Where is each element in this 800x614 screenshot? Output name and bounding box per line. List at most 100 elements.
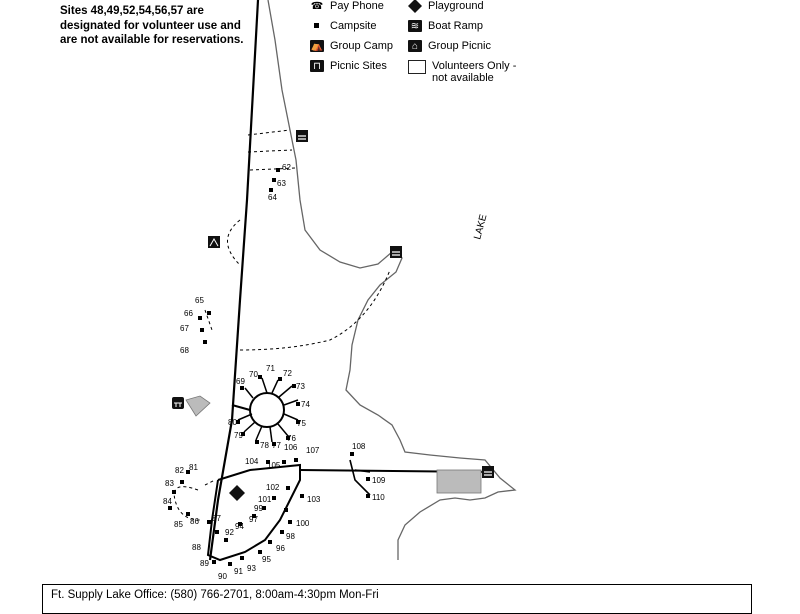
legend-pay-phone: ☎ Pay Phone: [310, 0, 384, 12]
boat-ramp-icon: ≋: [408, 20, 422, 32]
office-footer: Ft. Supply Lake Office: (580) 766-2701, …: [42, 584, 752, 614]
site-74: 74: [301, 400, 310, 409]
site-78: 78: [260, 441, 269, 450]
site-106: 106: [284, 443, 298, 452]
legend-label: Group Picnic: [428, 40, 491, 52]
note-line: designated for volunteer use and: [60, 19, 241, 32]
site-96: 96: [276, 544, 285, 553]
site-66: 66: [184, 309, 193, 318]
site-95: 95: [262, 555, 271, 564]
site-97: 97: [249, 515, 258, 524]
site-85: 85: [174, 520, 183, 529]
site-64: 64: [268, 193, 277, 202]
site-63: 63: [277, 179, 286, 188]
site-72: 72: [283, 369, 292, 378]
legend-label: Group Camp: [330, 40, 393, 52]
legend-picnic-sites: ⊓ Picnic Sites: [310, 60, 387, 72]
playground-icon: [408, 0, 422, 13]
site-81: 81: [189, 463, 198, 472]
site-77: 77: [272, 441, 281, 450]
legend-label: Volunteers Only - not available: [432, 60, 516, 84]
legend-label: Campsite: [330, 20, 377, 32]
site-88: 88: [192, 543, 201, 552]
boat-ramp-icon: [296, 130, 308, 142]
loop-spokes: [237, 377, 299, 443]
site-67: 67: [180, 324, 189, 333]
site-84: 84: [163, 497, 172, 506]
site-65: 65: [195, 296, 204, 305]
group-picnic-icon: ⌂: [408, 40, 422, 52]
site-98: 98: [286, 532, 295, 541]
note-line: are not available for reservations.: [60, 34, 244, 46]
loop-circle: [249, 392, 285, 428]
site-104: 104: [245, 457, 259, 466]
site-69: 69: [236, 377, 245, 386]
site-87: 87: [212, 514, 221, 523]
site-82: 82: [175, 466, 184, 475]
site-93: 93: [247, 564, 256, 573]
legend-boat-ramp: ≋ Boat Ramp: [408, 20, 483, 32]
legend-group-picnic: ⌂ Group Picnic: [408, 40, 491, 52]
picnic-icon: ⊓: [310, 60, 324, 72]
site-76: 76: [287, 434, 296, 443]
note-line: Sites 48,49,52,54,56,57 are: [60, 5, 204, 17]
volunteer-area-east: [436, 469, 482, 494]
legend-label: Picnic Sites: [330, 60, 387, 72]
site-103: 103: [307, 495, 321, 504]
site-83: 83: [165, 479, 174, 488]
site-71: 71: [266, 364, 275, 373]
site-91: 91: [234, 567, 243, 576]
site-110: 110: [372, 493, 385, 502]
site-100: 100: [296, 519, 310, 528]
legend-label: Boat Ramp: [428, 20, 484, 32]
site-94: 94: [235, 522, 244, 531]
group-camp-icon: ⛺: [310, 40, 324, 52]
site-70: 70: [249, 370, 258, 379]
legend-group-camp: ⛺ Group Camp: [310, 40, 393, 52]
site-80: 80: [228, 418, 237, 427]
site-79: 79: [234, 431, 243, 440]
spur-road: [349, 459, 371, 496]
site-101: 101: [258, 495, 272, 504]
volunteer-note: Sites 48,49,52,54,56,57 are designated f…: [60, 4, 243, 48]
site-86: 86: [190, 517, 199, 526]
site-89: 89: [200, 559, 209, 568]
legend-label: Playground: [428, 0, 484, 12]
legend-campsite: Campsite: [310, 20, 376, 32]
boat-ramp-icon: [482, 466, 494, 478]
dashed-trails: [173, 129, 391, 521]
site-90: 90: [218, 572, 227, 581]
main-road: [208, 0, 260, 561]
phone-icon: ☎: [310, 0, 324, 12]
lake-label: LAKE: [472, 213, 489, 241]
legend-label-line1: Volunteers Only -: [432, 60, 517, 72]
site-108: 108: [352, 442, 366, 451]
site-62: 62: [282, 163, 291, 172]
south-loop-road: [206, 463, 301, 562]
group-camp-icon: [208, 236, 220, 248]
volunteer-area-north: [185, 395, 211, 417]
site-102: 102: [266, 483, 280, 492]
legend-volunteers-only: Volunteers Only - not available: [408, 60, 516, 84]
site-73: 73: [296, 382, 305, 391]
site-92: 92: [225, 528, 234, 537]
picnic-icon: [172, 397, 184, 409]
shoreline: [267, 0, 517, 560]
campsite-icon: [310, 20, 324, 32]
site-68: 68: [180, 346, 189, 355]
legend-label-line2: not available: [432, 72, 494, 84]
footer-text: Ft. Supply Lake Office: (580) 766-2701, …: [51, 589, 379, 601]
volunteers-box-icon: [408, 60, 426, 74]
site-99: 99: [254, 504, 263, 513]
boat-ramp-icon: [390, 246, 402, 258]
campsite-markers: [168, 168, 370, 566]
site-105: 105: [267, 461, 281, 470]
site-109: 109: [372, 476, 386, 485]
loop-connector: [231, 404, 251, 411]
legend-label: Pay Phone: [330, 0, 384, 12]
playground-icon: [229, 485, 245, 501]
legend-playground: Playground: [408, 0, 484, 13]
site-107: 107: [306, 446, 320, 455]
